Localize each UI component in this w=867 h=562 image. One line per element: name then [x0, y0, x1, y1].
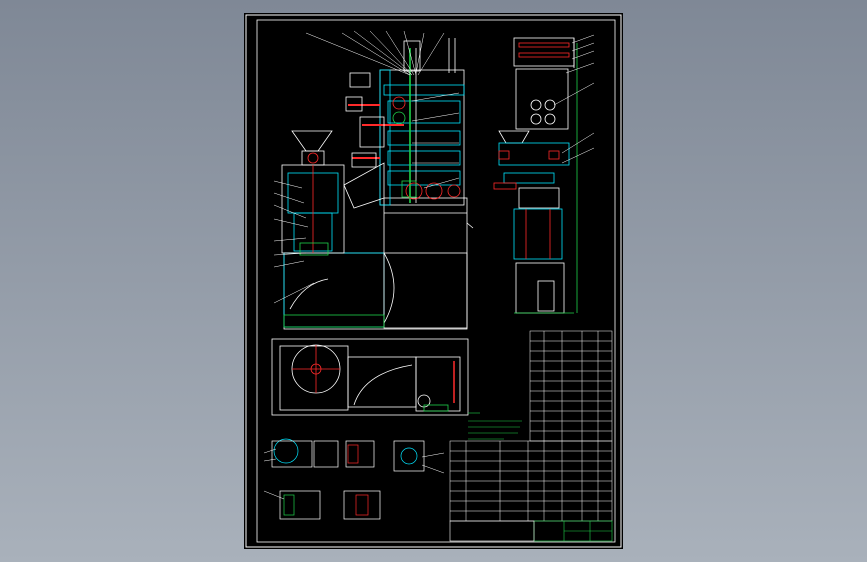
parts-list [529, 330, 613, 442]
side-leaders [553, 34, 595, 164]
front-view [281, 38, 474, 330]
title-block [449, 520, 613, 542]
outer-frame [245, 14, 622, 548]
detail-leaders [263, 448, 445, 500]
cad-drawing [245, 14, 622, 548]
detail-views [271, 438, 425, 520]
drawing-sheet [244, 13, 623, 549]
plan-view [271, 338, 469, 416]
parts-list-lower [449, 440, 613, 522]
technical-notes [468, 412, 522, 440]
front-leaders [273, 30, 460, 304]
side-view [493, 37, 578, 314]
inner-frame [256, 19, 616, 543]
